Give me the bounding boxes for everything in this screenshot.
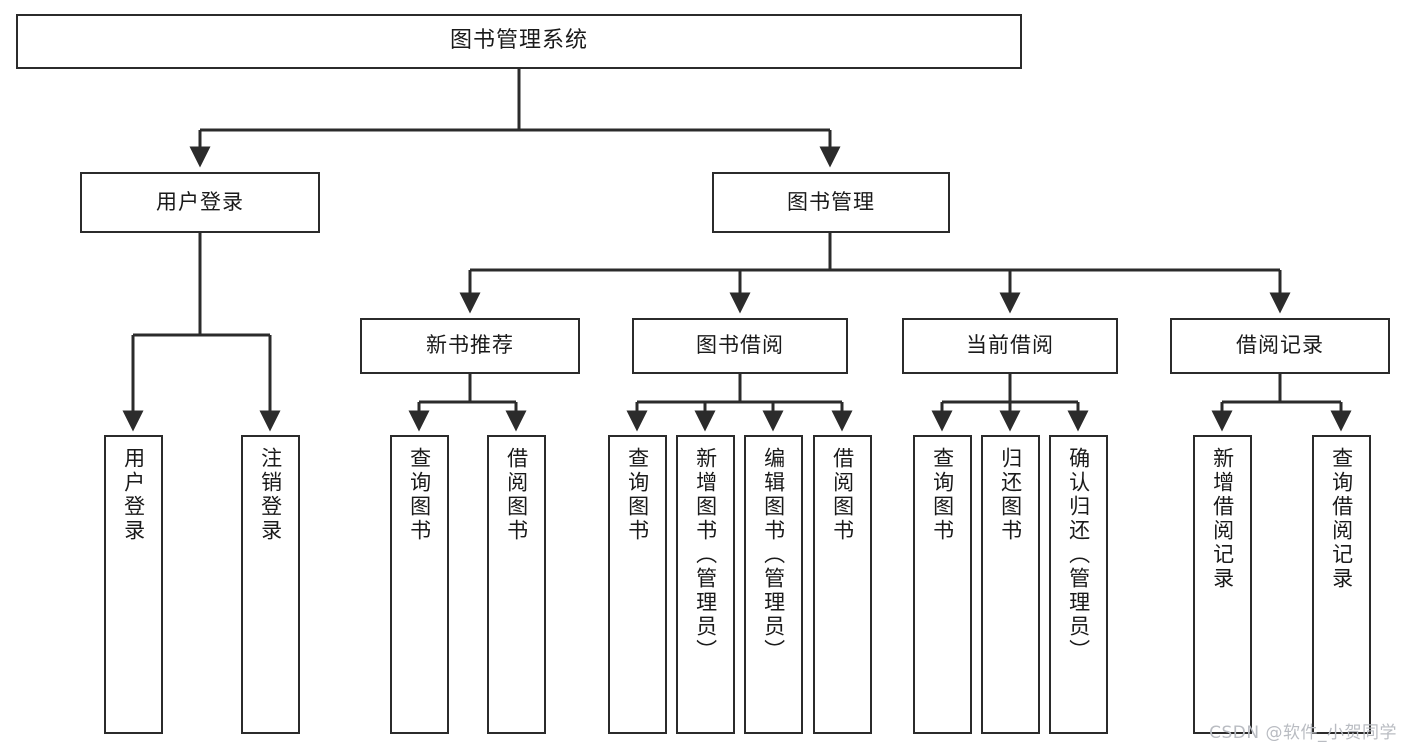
leaf-label: 新增借阅记录: [1210, 447, 1235, 591]
leaf-label: 注销登录: [258, 447, 283, 543]
node-book-manage-label: 图书管理: [787, 189, 875, 214]
leaf-label: 用户登录: [121, 447, 146, 543]
leaf-book-borrow-2[interactable]: 编辑图书（管理员）: [744, 435, 803, 734]
node-book-manage[interactable]: 图书管理: [712, 172, 950, 233]
node-current-borrow-label: 当前借阅: [966, 333, 1054, 358]
node-user-login[interactable]: 用户登录: [80, 172, 320, 233]
leaf-book-borrow-0[interactable]: 查询图书: [608, 435, 667, 734]
leaf-current-borrow-2[interactable]: 确认归还（管理员）: [1049, 435, 1108, 734]
node-book-borrow[interactable]: 图书借阅: [632, 318, 848, 374]
leaf-label: 新增图书（管理员）: [693, 447, 718, 663]
leaf-label: 借阅图书: [504, 447, 529, 543]
leaf-user-login-1[interactable]: 注销登录: [241, 435, 300, 734]
leaf-new-book-recommend-1[interactable]: 借阅图书: [487, 435, 546, 734]
node-book-borrow-label: 图书借阅: [696, 333, 784, 358]
leaf-label: 归还图书: [998, 447, 1023, 543]
node-new-book-recommend-label: 新书推荐: [426, 333, 514, 358]
node-current-borrow[interactable]: 当前借阅: [902, 318, 1118, 374]
leaf-borrow-record-1[interactable]: 查询借阅记录: [1312, 435, 1371, 734]
node-root-label: 图书管理系统: [449, 28, 588, 54]
leaf-borrow-record-0[interactable]: 新增借阅记录: [1193, 435, 1252, 734]
node-new-book-recommend[interactable]: 新书推荐: [360, 318, 580, 374]
leaf-label: 查询图书: [407, 447, 432, 543]
leaf-new-book-recommend-0[interactable]: 查询图书: [390, 435, 449, 734]
leaf-current-borrow-0[interactable]: 查询图书: [913, 435, 972, 734]
leaf-book-borrow-1[interactable]: 新增图书（管理员）: [676, 435, 735, 734]
leaf-label: 确认归还（管理员）: [1066, 447, 1091, 663]
leaf-user-login-0[interactable]: 用户登录: [104, 435, 163, 734]
node-borrow-record[interactable]: 借阅记录: [1170, 318, 1390, 374]
node-borrow-record-label: 借阅记录: [1236, 333, 1324, 358]
leaf-label: 查询图书: [625, 447, 650, 543]
leaf-label: 查询借阅记录: [1329, 447, 1354, 591]
leaf-label: 查询图书: [930, 447, 955, 543]
leaf-book-borrow-3[interactable]: 借阅图书: [813, 435, 872, 734]
leaf-label: 借阅图书: [830, 447, 855, 543]
leaf-current-borrow-1[interactable]: 归还图书: [981, 435, 1040, 734]
leaf-label: 编辑图书（管理员）: [761, 447, 786, 663]
node-root[interactable]: 图书管理系统: [16, 14, 1022, 69]
node-user-login-label: 用户登录: [156, 189, 244, 214]
